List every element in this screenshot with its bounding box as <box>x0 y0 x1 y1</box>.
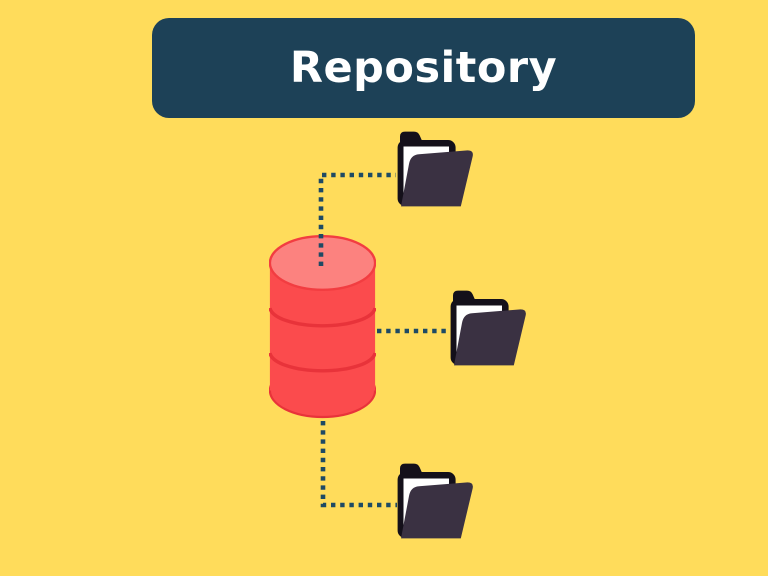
repository-title-label: Repository <box>289 43 558 93</box>
open-folder-icon-middle <box>450 290 530 366</box>
open-folder-icon-bottom <box>397 463 477 539</box>
open-folder-icon-top <box>397 131 477 207</box>
database-cylinder-icon <box>269 235 376 419</box>
connector-bottom-line <box>320 421 397 508</box>
repository-title-bar: Repository <box>152 18 695 118</box>
